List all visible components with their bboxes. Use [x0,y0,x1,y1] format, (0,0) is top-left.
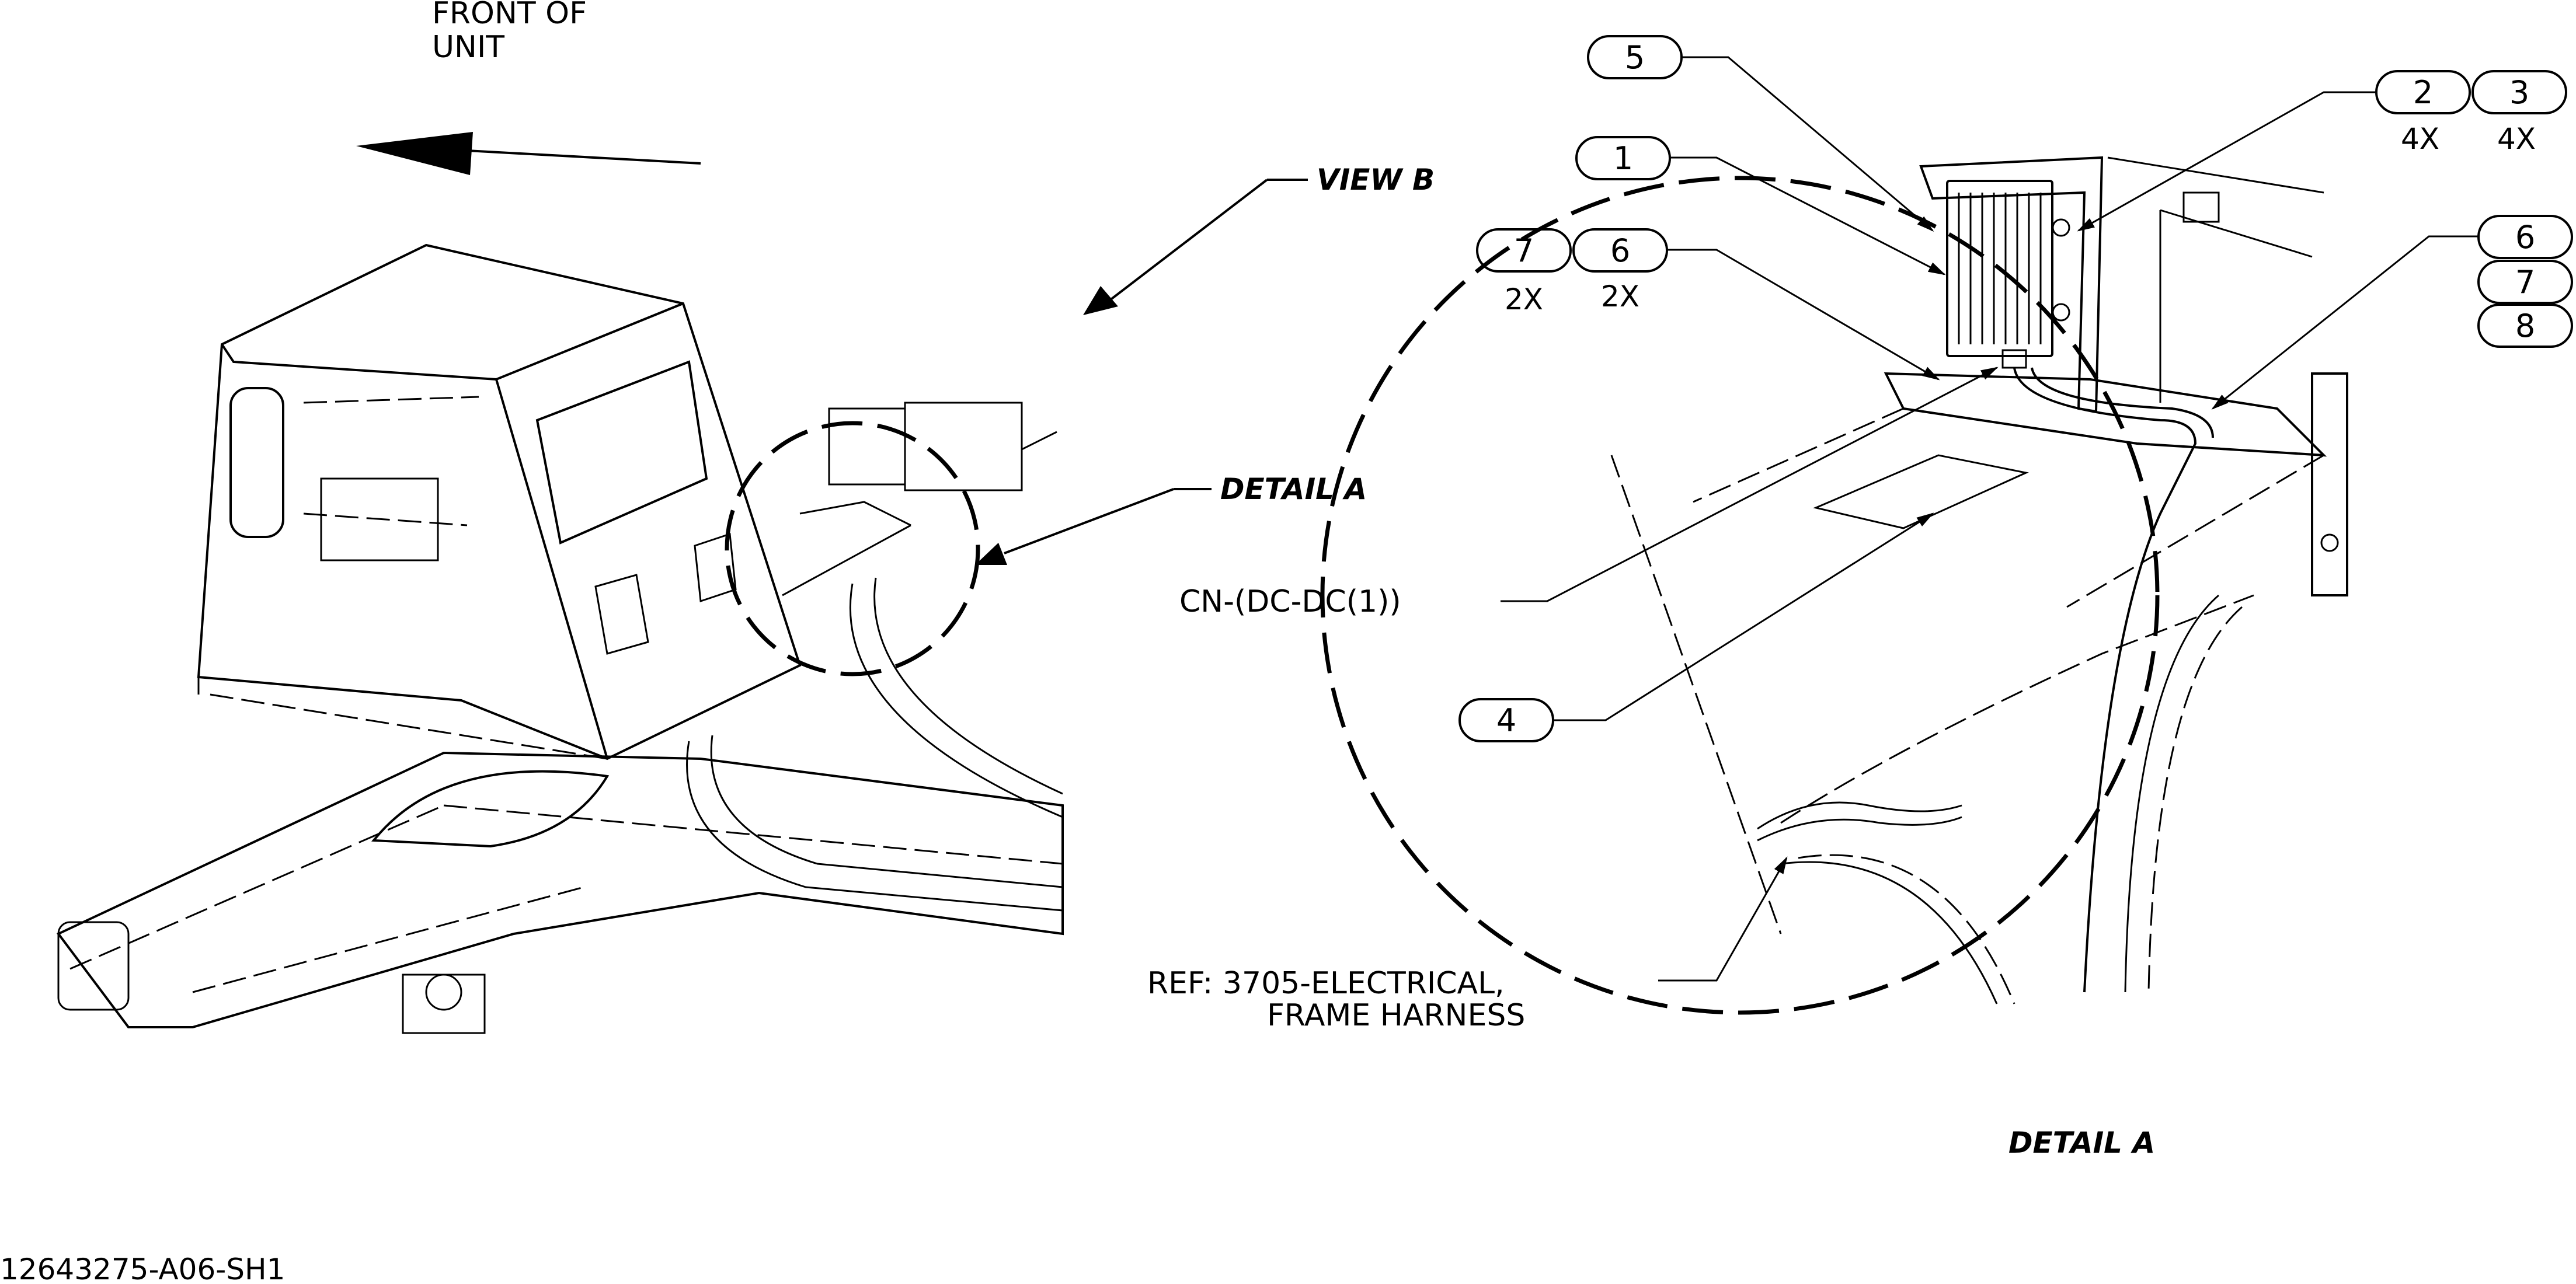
balloon-8: 8 [2477,303,2573,348]
balloon-7-right-text: 7 [2515,264,2535,301]
ref-label-line1: REF: 3705-ELECTRICAL, [1147,966,1505,1001]
connector-leader [1501,367,1999,602]
detail-a-label-top: DETAIL A [1220,472,1367,506]
balloon-6-left-text: 6 [1610,232,1630,269]
balloon-1: 1 [1575,136,1946,275]
balloon-4-text: 4 [1496,702,1516,739]
quantity-6: 2X [1601,280,1639,313]
detail-a-overview-circle [725,402,1057,676]
balloon-2-text: 2 [2413,74,2433,111]
front-of-unit-label-line2: UNIT [432,30,504,65]
machine-overview [56,243,1064,1034]
balloon-2: 2 4X [2077,70,2471,232]
frame-harness [1610,367,2254,1004]
balloon-6-right: 6 [2211,215,2573,410]
balloon-4: 4 [1458,512,1934,742]
detail-a-label-bottom: DETAIL A [2008,1126,2155,1160]
balloon-5-text: 5 [1625,39,1645,76]
view-b-arrow [1083,179,1308,315]
balloon-7-left-text: 7 [1514,232,1534,269]
front-of-unit-label-line1: FRONT OF [432,0,587,31]
operator-cab [197,243,802,760]
quantity-7: 2X [1505,282,1543,316]
quantity-2: 4X [2401,122,2439,156]
mounting-bracket [1693,156,2348,608]
front-direction-arrow [356,132,701,175]
balloon-3-text: 3 [2509,74,2529,111]
balloon-5: 5 [1587,35,1934,232]
drawing-number: 12643275-A06-SH1 [0,1252,285,1284]
detail-a-view [1320,156,2348,1015]
balloon-3: 3 4X [2471,70,2567,156]
balloon-8-text: 8 [2515,308,2535,344]
ref-label-line2: FRAME HARNESS [1267,998,1525,1033]
balloon-7-right: 7 [2477,260,2573,304]
dc-dc-converter [1919,156,2104,413]
balloon-1-text: 1 [1613,140,1633,177]
balloon-6-left: 6 2X [1572,228,1940,381]
balloon-7-left: 7 2X [1476,228,1572,316]
frame-boom [56,577,1064,1034]
quantity-3: 4X [2497,122,2536,156]
balloon-6-right-text: 6 [2515,219,2535,256]
view-b-label: VIEW B [1317,163,1435,197]
connector-label: CN-(DC-DC(1)) [1179,584,1401,619]
detail-a-leader [975,488,1212,565]
ref-leader [1658,856,1788,982]
